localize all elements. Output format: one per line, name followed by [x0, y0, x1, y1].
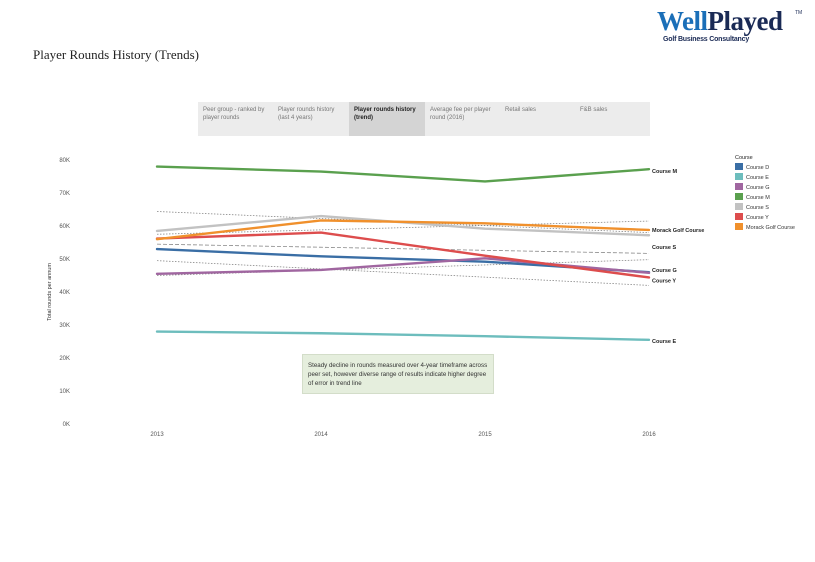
legend-swatch-course-y: [735, 213, 743, 220]
y-tick-label: 30K: [59, 323, 70, 329]
series-line-course-e[interactable]: [155, 330, 651, 342]
series-line-course-m[interactable]: [155, 165, 651, 183]
series-lines: [155, 165, 651, 342]
y-tick-label: 20K: [59, 356, 70, 362]
x-tick-label: 2014: [314, 432, 328, 438]
y-tick-label: 10K: [59, 389, 70, 395]
page-title: Player Rounds History (Trends): [33, 47, 199, 62]
y-tick-label: 40K: [59, 290, 70, 296]
legend-swatch-course-m: [735, 193, 743, 200]
axes: 0K 10K 20K 30K 40K 50K 60K 70K 80K 2013 2014 2015 20…: [47, 158, 656, 438]
tab-rounds-trend[interactable]: Player rounds history (trend): [349, 102, 425, 136]
tab-fb-sales[interactable]: F&B sales: [580, 107, 608, 113]
logo: WellPlayed TM Golf Business Consultancy: [657, 6, 807, 46]
series-line-morack-golf-course[interactable]: [155, 219, 651, 241]
tab-bar: Peer group - ranked by player rounds Pla…: [198, 102, 650, 136]
y-tick-label: 0K: [63, 422, 70, 428]
logo-brand-well: Well: [657, 6, 708, 36]
legend-label-course-d[interactable]: Course D: [746, 165, 769, 171]
y-tick-label: 70K: [59, 191, 70, 197]
tab-rounds-history[interactable]: Player rounds history (last 4 years): [278, 107, 335, 121]
logo-brand-played: Played: [707, 6, 784, 36]
legend-swatch-course-g: [735, 183, 743, 190]
end-label-course-m: Course M: [652, 169, 677, 175]
y-tick-label: 50K: [59, 257, 70, 263]
series-line-course-y[interactable]: [155, 231, 651, 279]
end-label-course-y: Course Y: [652, 278, 676, 284]
legend-title: Course: [735, 155, 753, 161]
end-label-course-e: Course E: [652, 339, 676, 345]
logo-trademark: TM: [795, 10, 803, 16]
end-labels: Course G Course E Course M Course S Course Y…: [652, 169, 704, 345]
trend-line: [156, 260, 650, 286]
legend-swatch-morack-golf-course: [735, 223, 743, 230]
trend-line: [156, 243, 650, 254]
series-line-course-s[interactable]: [155, 214, 651, 237]
y-axis-title: Total rounds per annum: [47, 263, 53, 321]
end-label-course-g: Course G: [652, 268, 677, 274]
legend-label-course-g[interactable]: Course G: [746, 185, 770, 191]
legend-label-course-s[interactable]: Course S: [746, 205, 769, 211]
end-label-course-s: Course S: [652, 245, 676, 251]
tab-average-fee[interactable]: Average fee per player round (2016): [430, 107, 491, 121]
series-line-course-g[interactable]: [155, 257, 651, 276]
tab-retail-sales[interactable]: Retail sales: [505, 107, 537, 113]
legend-swatch-course-d: [735, 163, 743, 170]
legend-swatch-course-s: [735, 203, 743, 210]
tab-peer-group[interactable]: Peer group - ranked by player rounds: [203, 107, 265, 121]
logo-brand: WellPlayed: [657, 6, 783, 37]
legend-swatch-course-e: [735, 173, 743, 180]
legend-label-course-y[interactable]: Course Y: [746, 215, 769, 221]
legend-label-course-e[interactable]: Course E: [746, 175, 769, 181]
logo-tagline: Golf Business Consultancy: [663, 36, 750, 43]
y-tick-label: 60K: [59, 224, 70, 230]
legend-label-course-m[interactable]: Course M: [746, 195, 770, 201]
y-tick-label: 80K: [59, 158, 70, 164]
x-tick-label: 2013: [150, 432, 164, 438]
trend-annotation: Steady decline in rounds measured over 4…: [302, 354, 494, 394]
end-label-morack-golf-course: Morack Golf Course: [652, 228, 704, 234]
trend-line: [156, 220, 650, 235]
x-tick-label: 2016: [642, 432, 656, 438]
legend-label-morack-golf-course[interactable]: Morack Golf Course: [746, 225, 795, 231]
x-tick-label: 2015: [478, 432, 492, 438]
